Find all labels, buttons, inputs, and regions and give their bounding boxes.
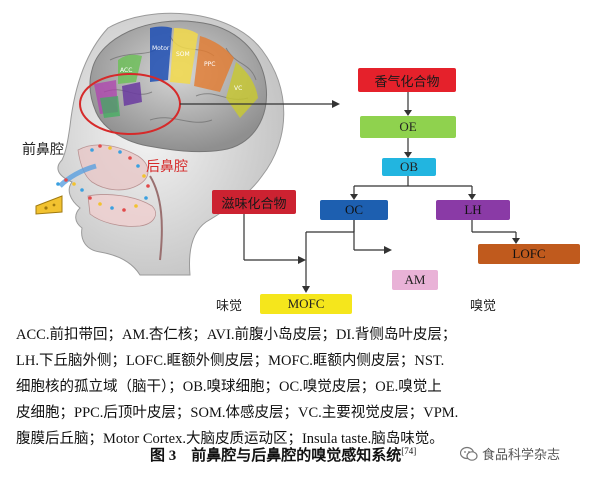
legend-line: 腹膜后丘脑；Motor Cortex.大脑皮质运动区；Insula taste.… xyxy=(16,431,444,447)
region-ppc xyxy=(194,36,234,92)
nasal-cavity xyxy=(77,144,149,191)
legend-line: 细胞核的孤立域（脑干）；OB.嗅球细胞；OC.嗅觉皮层；OE.嗅觉上 xyxy=(16,379,442,395)
flow-connectors xyxy=(243,92,520,293)
node-oe: OE xyxy=(360,116,456,138)
legend-line: 皮细胞；PPC.后顶叶皮层；SOM.体感皮层；VC.主要视觉皮层；VPM. xyxy=(16,405,459,421)
smell-sense-label: 嗅觉 xyxy=(470,298,497,313)
region-acc xyxy=(118,54,142,84)
node-oc: OC xyxy=(320,200,388,220)
svg-text:ACC: ACC xyxy=(120,67,132,74)
figure-caption-text: 图 3 前鼻腔与后鼻腔的嗅觉感知系统 xyxy=(150,448,402,464)
node-aroma-compound: 香气化合物 xyxy=(358,68,456,92)
svg-text:Motor: Motor xyxy=(152,45,170,52)
region-motor-cortex xyxy=(150,26,172,82)
watermark: 食品科学杂志 xyxy=(460,444,560,463)
node-taste-compound: 滋味化合物 xyxy=(212,190,296,214)
node-mofc: MOFC xyxy=(260,294,352,314)
svg-text:VC: VC xyxy=(234,85,242,92)
taste-sense-label: 味觉 xyxy=(216,298,243,313)
head-brain-illustration: Motor SOM PPC VC ACC xyxy=(35,12,340,276)
legend-line: LH.下丘脑外侧；LOFC.眶额外侧皮层；MOFC.眶额内侧皮层；NST. xyxy=(16,353,445,369)
odor-particles xyxy=(56,144,150,212)
region-ofc-green xyxy=(100,96,120,118)
retronasal-label: 后鼻腔 xyxy=(146,160,188,175)
svg-text:PPC: PPC xyxy=(204,61,215,68)
node-lh: LH xyxy=(436,200,510,220)
figure-caption: 图 3 前鼻腔与后鼻腔的嗅觉感知系统[74] xyxy=(150,444,416,465)
cheese-icon xyxy=(35,195,63,215)
abbreviation-legend: ACC.前扣带回；AM.杏仁核；AVI.前腹小岛皮层；DI.背侧岛叶皮层； LH… xyxy=(16,322,588,452)
svg-text:SOM: SOM xyxy=(176,51,190,58)
watermark-text: 食品科学杂志 xyxy=(482,448,561,463)
region-som xyxy=(170,28,198,84)
region-insula xyxy=(122,82,142,106)
figure-caption-ref: [74] xyxy=(401,446,417,456)
node-am: AM xyxy=(392,270,438,290)
orthonasal-label: 前鼻腔 xyxy=(22,143,64,158)
wechat-icon xyxy=(460,446,478,461)
mouth-cavity xyxy=(87,194,156,227)
throat xyxy=(149,175,163,261)
orthonasal-flow xyxy=(58,163,97,188)
node-lofc: LOFC xyxy=(478,244,580,264)
legend-line: ACC.前扣带回；AM.杏仁核；AVI.前腹小岛皮层；DI.背侧岛叶皮层； xyxy=(16,327,457,343)
node-ob: OB xyxy=(382,158,436,176)
